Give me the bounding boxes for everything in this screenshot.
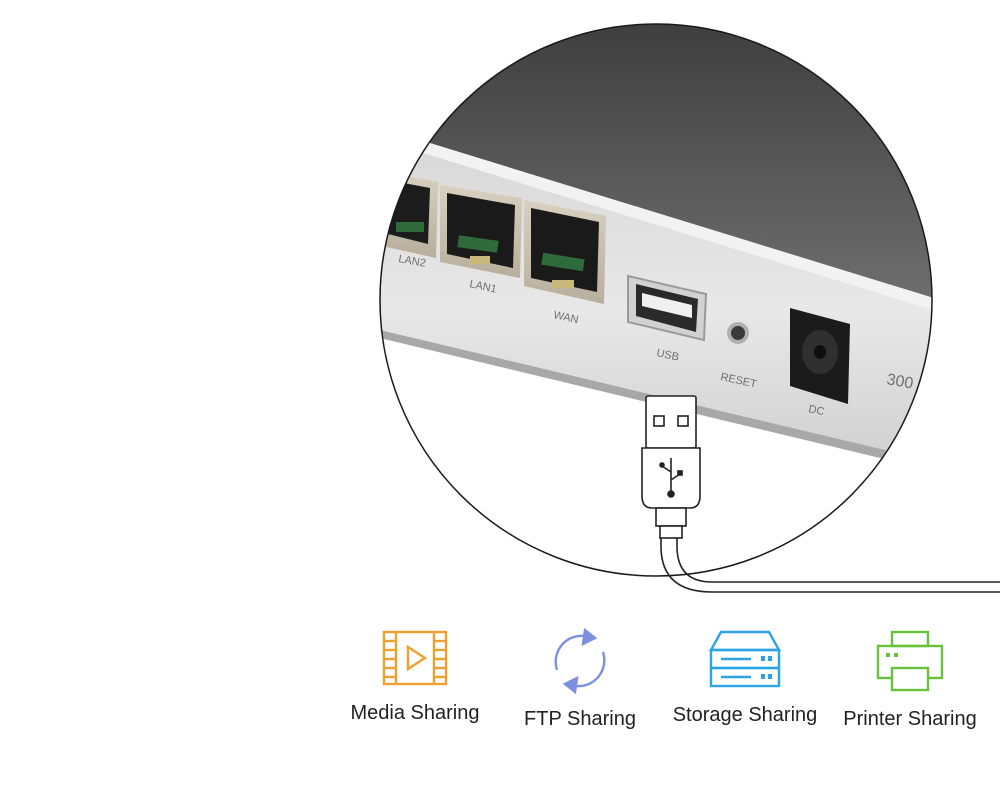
printer-icon: [876, 630, 944, 692]
wan-label: WAN: [552, 309, 579, 326]
wan-port: [524, 200, 606, 304]
feature-media-sharing: Media Sharing: [330, 628, 500, 725]
dc-jack: [790, 308, 850, 404]
feature-label: Media Sharing: [350, 702, 480, 724]
lan1-port: [440, 185, 522, 278]
usb-label: USB: [655, 347, 680, 363]
router-top-surface: [380, 24, 932, 300]
feature-ftp-sharing: FTP Sharing: [495, 628, 665, 731]
reset-hole: [727, 322, 749, 344]
usb-port: [627, 274, 708, 342]
usb-cable-drawing: [660, 538, 1000, 593]
server-storage-icon: [708, 630, 782, 688]
feature-list: Media Sharing FTP Sharing: [330, 628, 1000, 748]
lan2-label: LAN2: [397, 253, 426, 270]
lan2-port: [382, 172, 438, 258]
sync-arrows-icon: [554, 628, 606, 694]
feature-label: Storage Sharing: [672, 704, 818, 726]
model-partial-label: 300: [885, 371, 914, 392]
lan1-label: LAN1: [468, 278, 497, 295]
feature-label: Printer Sharing: [843, 708, 977, 730]
film-play-icon: [382, 630, 448, 686]
dc-label: DC: [807, 403, 825, 418]
feature-printer-sharing: Printer Sharing: [825, 628, 995, 731]
usb-plug-icon: [641, 395, 701, 539]
feature-storage-sharing: Storage Sharing: [660, 628, 830, 727]
feature-label: FTP Sharing: [524, 708, 636, 730]
zoom-circle-outline: [379, 23, 933, 577]
